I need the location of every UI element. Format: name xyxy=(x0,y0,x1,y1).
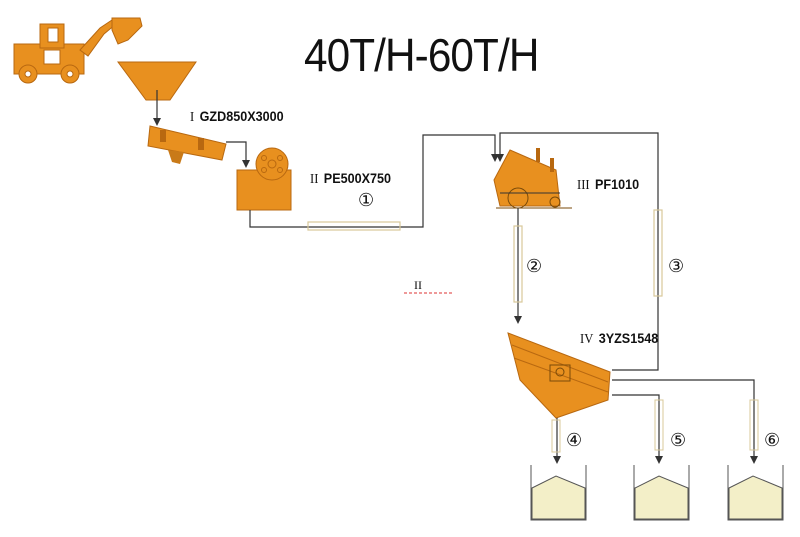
product-bin-6 xyxy=(727,465,784,521)
return-conveyor-3 xyxy=(499,132,659,371)
page-title: 40T/H-60T/H xyxy=(304,29,539,81)
stray-mark: II xyxy=(414,278,422,292)
conveyor-label-3: ③ xyxy=(668,256,685,277)
impact-crusher-icon xyxy=(493,148,572,209)
product-bin-5 xyxy=(633,465,690,521)
vibrating-feeder-icon xyxy=(147,125,250,168)
wheel-loader-icon xyxy=(13,17,143,84)
conveyor-label-2: ② xyxy=(526,256,543,277)
conveyor-label-5: ⑤ xyxy=(670,430,687,451)
conveyor-2 xyxy=(513,208,523,324)
jaw-crusher-icon xyxy=(236,147,292,211)
vibrating-screen-icon xyxy=(507,332,611,419)
product-bin-4 xyxy=(530,465,587,521)
feed-hopper-icon xyxy=(117,61,197,126)
conveyor-label-6: ⑥ xyxy=(764,430,781,451)
conveyor-label-4: ④ xyxy=(566,430,583,451)
conveyor-label-1: ① xyxy=(358,190,375,211)
